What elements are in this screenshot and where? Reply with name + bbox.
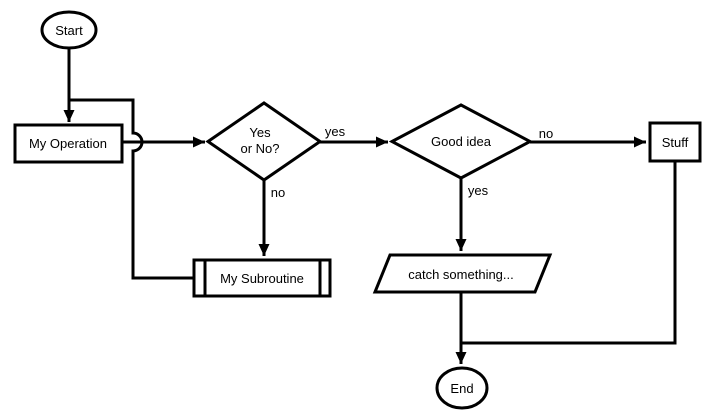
- edge-label-yesorno-no: no: [271, 185, 285, 200]
- good-idea-label: Good idea: [431, 134, 492, 149]
- edge-stuff-to-merge: [461, 161, 677, 345]
- edge-label-goodidea-yes: yes: [468, 183, 489, 198]
- node-yes-or-no[interactable]: Yes or No?: [205, 101, 323, 182]
- yes-or-no-decision-shape[interactable]: [205, 101, 323, 182]
- node-stuff[interactable]: Stuff: [648, 121, 702, 163]
- good-idea-decision-shape[interactable]: [388, 103, 534, 180]
- start-label: Start: [55, 23, 83, 38]
- edge-label-yesorno-yes: yes: [325, 124, 346, 139]
- stuff-label: Stuff: [662, 135, 689, 150]
- my-subroutine-shape[interactable]: [192, 258, 332, 298]
- node-end[interactable]: End: [435, 366, 489, 410]
- yes-or-no-label-line2: or No?: [240, 141, 279, 156]
- catch-something-parallelogram-shape[interactable]: [372, 253, 553, 294]
- node-my-subroutine[interactable]: My Subroutine: [192, 258, 332, 298]
- node-my-operation[interactable]: My Operation: [13, 123, 124, 164]
- end-label: End: [450, 381, 473, 396]
- node-start[interactable]: Start: [40, 10, 98, 50]
- node-catch-something[interactable]: catch something...: [372, 253, 553, 294]
- end-terminator-shape[interactable]: [435, 366, 489, 410]
- my-operation-process-shape[interactable]: [13, 123, 124, 164]
- edge-label-goodidea-no: no: [539, 126, 553, 141]
- my-operation-label: My Operation: [29, 136, 107, 151]
- yes-or-no-label-line1: Yes: [249, 125, 271, 140]
- node-good-idea[interactable]: Good idea: [388, 103, 534, 180]
- stuff-process-shape[interactable]: [648, 121, 702, 163]
- start-terminator-shape[interactable]: [40, 10, 98, 50]
- catch-something-label: catch something...: [408, 267, 514, 282]
- my-subroutine-label: My Subroutine: [220, 271, 304, 286]
